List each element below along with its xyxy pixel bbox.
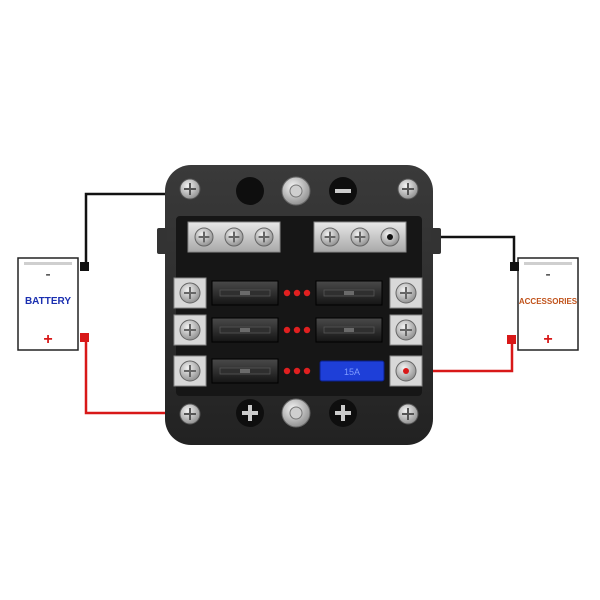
top-black-cap-left [236,177,264,205]
indicator-led [303,289,311,297]
battery-body [17,257,79,351]
indicator-led [283,367,291,375]
battery-positive-symbol: + [43,331,52,348]
battery-positive-terminal [80,333,89,342]
left-side-tab [157,228,167,254]
busbar-screw-right-2 [350,227,370,247]
battery-negative-terminal [80,262,89,271]
accessories-top-line [524,262,572,265]
fuse-terminal-screws [173,277,423,387]
accessories-label: ACCESSORIES [519,297,578,306]
accessories-positive-symbol: + [543,331,552,348]
bottom-positive-sign-cap-left [236,399,264,427]
indicator-led [303,367,311,375]
fuse-slots [211,280,385,384]
corner-screw-top-left [179,178,201,200]
busbar-screw-left-1 [194,227,214,247]
terminal-screw-left-2 [179,319,201,341]
indicator-led [283,326,291,334]
fuse-indicator-leds [283,289,311,375]
fuse-right-2 [315,317,383,343]
busbar-screw-left-2 [224,227,244,247]
right-side-tab [431,228,441,254]
accessories-negative-terminal [510,262,519,271]
terminal-screw-right-2 [395,319,417,341]
fuse-right-3 [319,360,385,382]
accessories-box: - ACCESSORIES + [507,257,579,351]
spare-fuse-label: 15A [344,367,360,377]
corner-screw-top-right [397,178,419,200]
battery-top-line [24,262,72,265]
bottom-positive-stud [281,398,311,428]
busbar-screws [194,227,400,247]
indicator-led [293,289,301,297]
corner-screw-bottom-right [397,403,419,425]
accessories-body [517,257,579,351]
terminal-post-right-3 [395,360,417,382]
fuse-panel [176,216,422,396]
top-negative-sign-cap [329,177,357,205]
accessories-positive-terminal [507,335,516,344]
battery-box: - BATTERY + [17,257,89,351]
bottom-positive-sign-cap-right [329,399,357,427]
fuse-block: 15A [157,165,441,445]
indicator-led [283,289,291,297]
terminal-screw-right-1 [395,282,417,304]
indicator-led [293,367,301,375]
busbar-post-right [380,227,400,247]
accessories-positive-wire [404,340,514,373]
battery-negative-symbol: - [45,266,50,283]
fuse-right-1 [315,280,383,306]
fuse-left-2 [211,317,279,343]
fuse-left-1 [211,280,279,306]
battery-label: BATTERY [25,296,71,307]
terminal-screw-left-1 [179,282,201,304]
terminal-screw-left-3 [179,360,201,382]
top-negative-stud [281,176,311,206]
busbar-screw-right-1 [320,227,340,247]
fuse-left-3 [211,358,279,384]
indicator-led [293,326,301,334]
corner-screw-bottom-left [179,403,201,425]
accessories-negative-symbol: - [545,266,550,283]
busbar-screw-left-3 [254,227,274,247]
indicator-led [303,326,311,334]
